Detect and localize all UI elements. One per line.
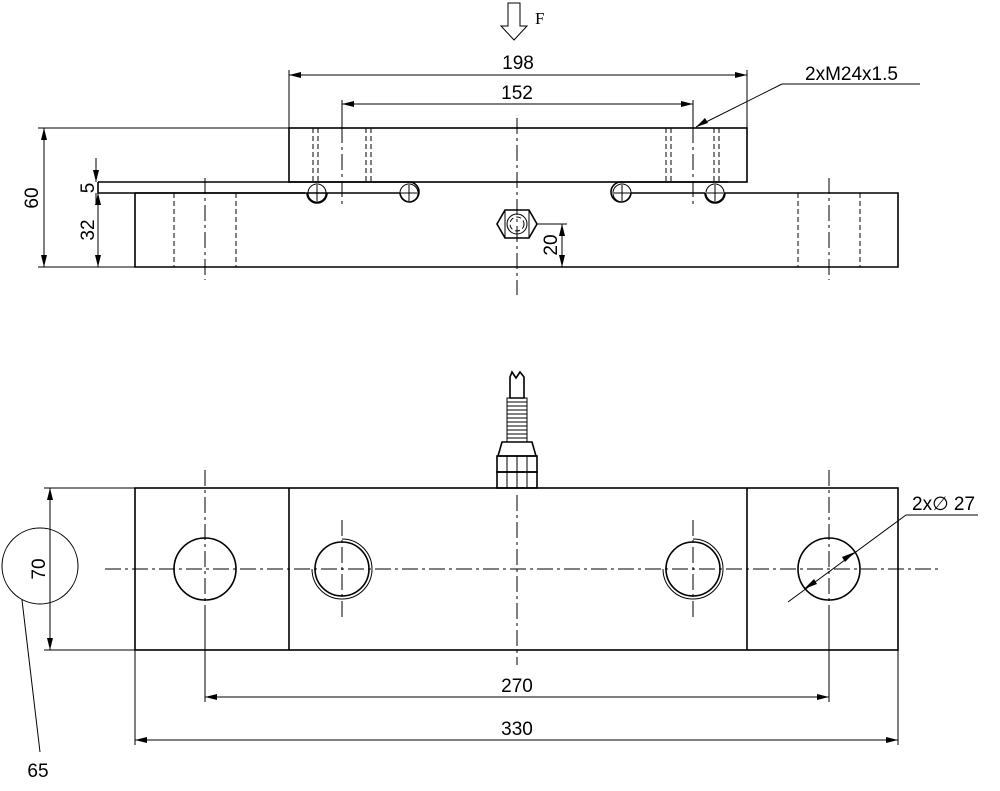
slot-hole-marks — [307, 183, 725, 203]
dim-330: 330 — [134, 650, 899, 745]
hole-note: 2x∅ 27 — [787, 494, 978, 603]
dim-60: 60 — [22, 127, 289, 268]
svg-text:60: 60 — [22, 187, 43, 208]
base-hidden-lines — [173, 193, 861, 267]
svg-text:20: 20 — [541, 234, 562, 255]
svg-text:2x∅ 27: 2x∅ 27 — [912, 494, 975, 515]
upper-block — [288, 127, 748, 183]
svg-text:32: 32 — [78, 219, 99, 240]
right-slot-hole — [704, 192, 728, 204]
side-centerlines — [204, 100, 830, 295]
thread-note: 2xM24x1.5 — [695, 64, 920, 128]
plan-centerlines — [105, 470, 940, 665]
svg-text:70: 70 — [29, 558, 50, 579]
svg-text:198: 198 — [502, 53, 534, 74]
dim-32: 32 — [78, 192, 135, 267]
svg-text:65: 65 — [27, 761, 48, 782]
svg-text:152: 152 — [501, 83, 533, 104]
dim-198: 198 — [288, 53, 748, 128]
svg-text:2xM24x1.5: 2xM24x1.5 — [805, 64, 898, 85]
cable-connector-icon — [496, 370, 538, 489]
svg-text:5: 5 — [78, 183, 99, 194]
detail-callout: 65 — [1, 527, 79, 782]
dim-20: 20 — [537, 223, 567, 267]
svg-text:270: 270 — [501, 676, 533, 697]
dim-5: 5 — [78, 158, 99, 205]
svg-text:330: 330 — [501, 719, 533, 740]
connector-hex-icon — [496, 209, 538, 239]
side-view: F — [22, 2, 920, 295]
dim-270: 270 — [204, 605, 830, 702]
dim-152: 152 — [341, 83, 694, 128]
force-label: F — [535, 9, 544, 28]
upper-hidden-lines — [312, 128, 720, 182]
dim-70: 70 — [29, 487, 135, 651]
left-slot-hole — [306, 192, 328, 204]
left-slot — [97, 181, 420, 203]
plan-view: 2x∅ 27 70 65 270 — [1, 370, 978, 782]
force-arrow-icon — [499, 2, 529, 41]
